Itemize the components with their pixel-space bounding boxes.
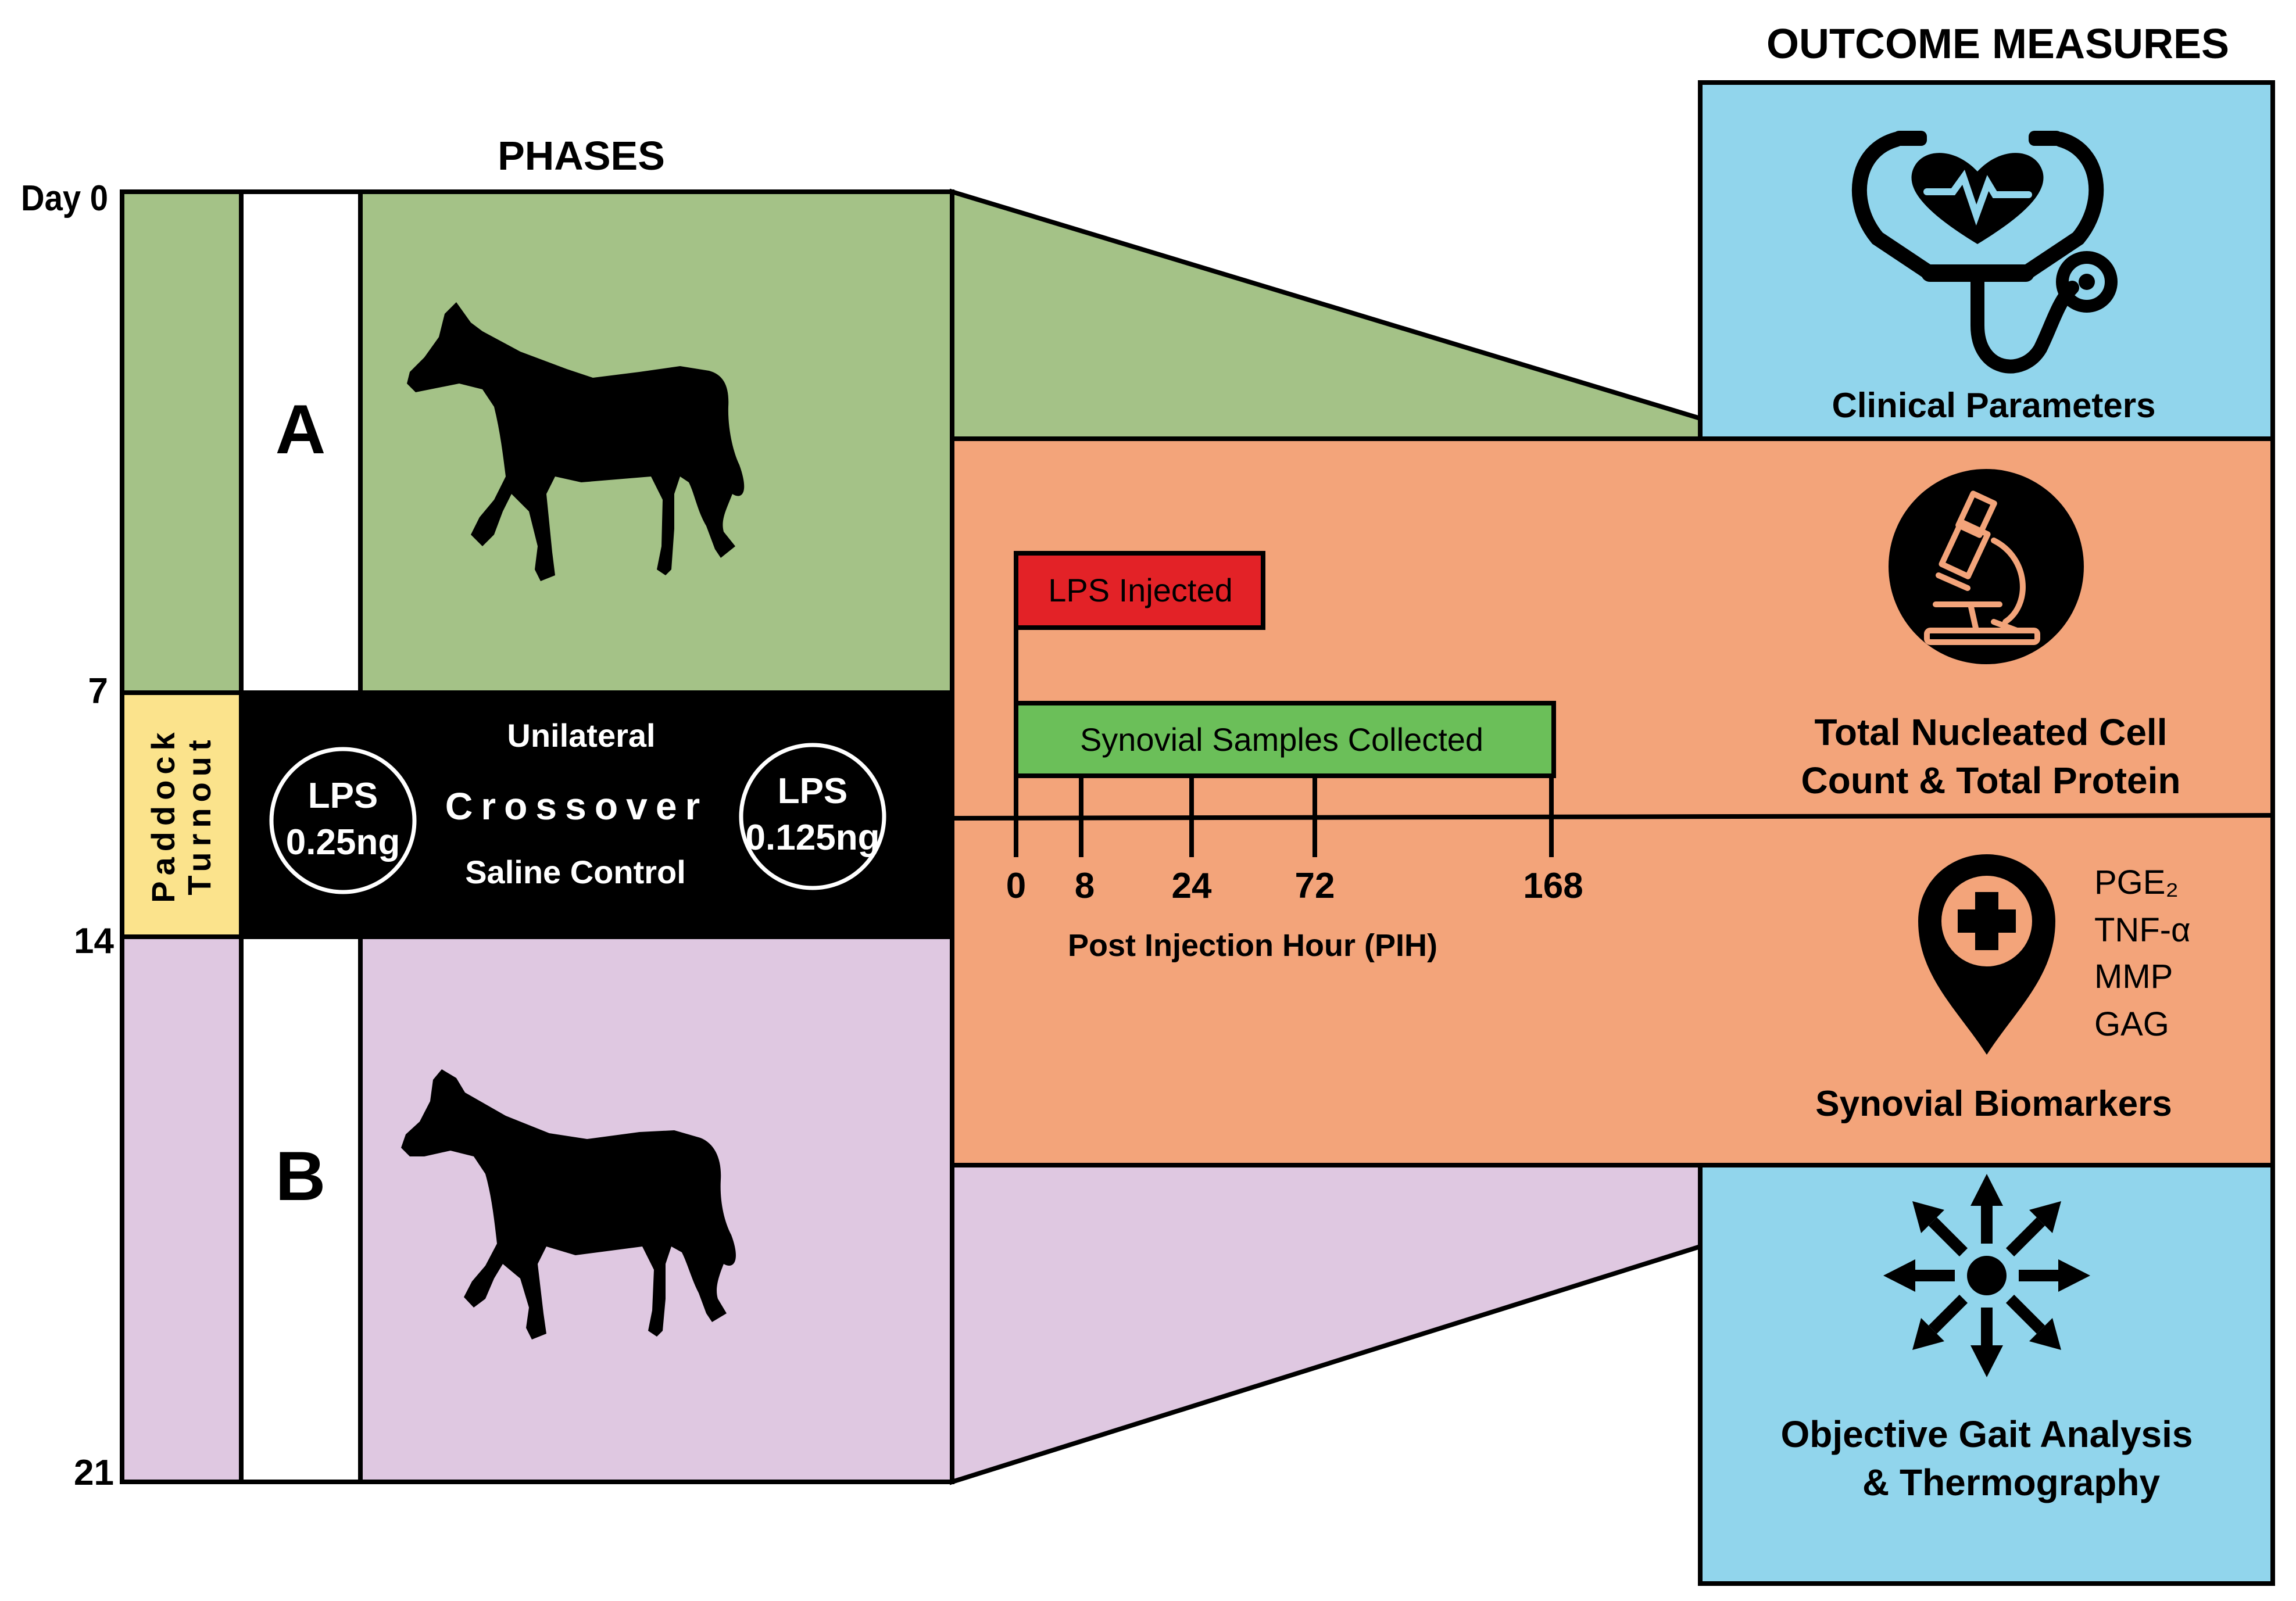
hour-label-0: 0 <box>1006 866 1026 906</box>
lps-025-line1: LPS <box>308 776 378 816</box>
synovial-biomarkers-label: Synovial Biomarkers <box>1815 1084 2172 1124</box>
lps-0125-line2: 0.125ng <box>746 818 880 858</box>
tncc-label-line1: Total Nucleated Cell <box>1815 711 2168 753</box>
paddock-label-line1: Paddock <box>145 726 181 902</box>
lps-025-line2: 0.25ng <box>286 822 400 862</box>
hour-label-24: 24 <box>1172 866 1212 906</box>
day-label-14: 14 <box>74 921 114 961</box>
day-label-0: Day 0 <box>21 178 108 219</box>
purple-connector-wedge <box>950 1163 1703 1485</box>
pih-axis-label: Post Injection Hour (PIH) <box>1068 928 1437 963</box>
samples-collected-bar <box>1014 701 1556 778</box>
samples-collected-label: Synovial Samples Collected <box>1080 721 1483 758</box>
stethoscope-icon <box>1851 131 2118 374</box>
lps-0125-line1: LPS <box>778 771 848 811</box>
outcome-measures-title: OUTCOME MEASURES <box>1766 21 2229 67</box>
biomarker-gag: GAG <box>2094 1005 2169 1043</box>
gait-label-line2: & Thermography <box>1862 1462 2160 1503</box>
phase-a-timeline-strip <box>120 189 244 695</box>
gait-arrows-icon <box>1883 1174 2090 1377</box>
horse-silhouette-b-icon <box>401 1069 736 1339</box>
clinical-parameters-label: Clinical Parameters <box>1832 386 2156 425</box>
day-label-21: 21 <box>74 1453 114 1493</box>
tncc-label-line2: Count & Total Protein <box>1801 760 2181 801</box>
microscope-icon <box>1889 469 2084 664</box>
crossover-bottom-text: Saline Control <box>465 854 686 890</box>
gait-label-line1: Objective Gait Analysis <box>1780 1413 2193 1455</box>
biomarker-pge2: PGE₂ <box>2094 864 2179 901</box>
hour-label-8: 8 <box>1075 866 1095 906</box>
phase-b-timeline-strip <box>120 934 244 1484</box>
phase-b-label-column <box>239 934 363 1484</box>
location-pin-cross-icon <box>1918 854 2055 1055</box>
lps-injected-label: LPS Injected <box>1048 572 1233 608</box>
phase-a-label: A <box>276 391 326 468</box>
biomarker-tnf: TNF-α <box>2094 911 2191 949</box>
horse-silhouette-a-icon <box>407 302 745 581</box>
hour-label-72: 72 <box>1295 866 1335 906</box>
paddock-turnout-box <box>120 690 244 939</box>
green-connector-wedge <box>950 188 1703 441</box>
hour-label-168: 168 <box>1523 866 1583 906</box>
orange-band-divider <box>952 813 2273 821</box>
lps-injected-flag <box>1014 551 1265 630</box>
lps-0125-circle <box>739 743 886 890</box>
lps-025-circle <box>269 747 417 894</box>
crossover-top-text: Unilateral <box>507 717 655 754</box>
outcome-box-clinical <box>1698 80 2275 441</box>
paddock-label-line2: Turnout <box>181 734 217 895</box>
phase-b-label: B <box>276 1137 326 1215</box>
crossover-middle-text: Crossover <box>445 785 709 828</box>
paddock-turnout-label: Paddock Turnout <box>145 726 217 902</box>
phases-title: PHASES <box>498 133 665 178</box>
biomarker-mmp: MMP <box>2094 958 2173 995</box>
day-label-7: 7 <box>88 671 108 711</box>
